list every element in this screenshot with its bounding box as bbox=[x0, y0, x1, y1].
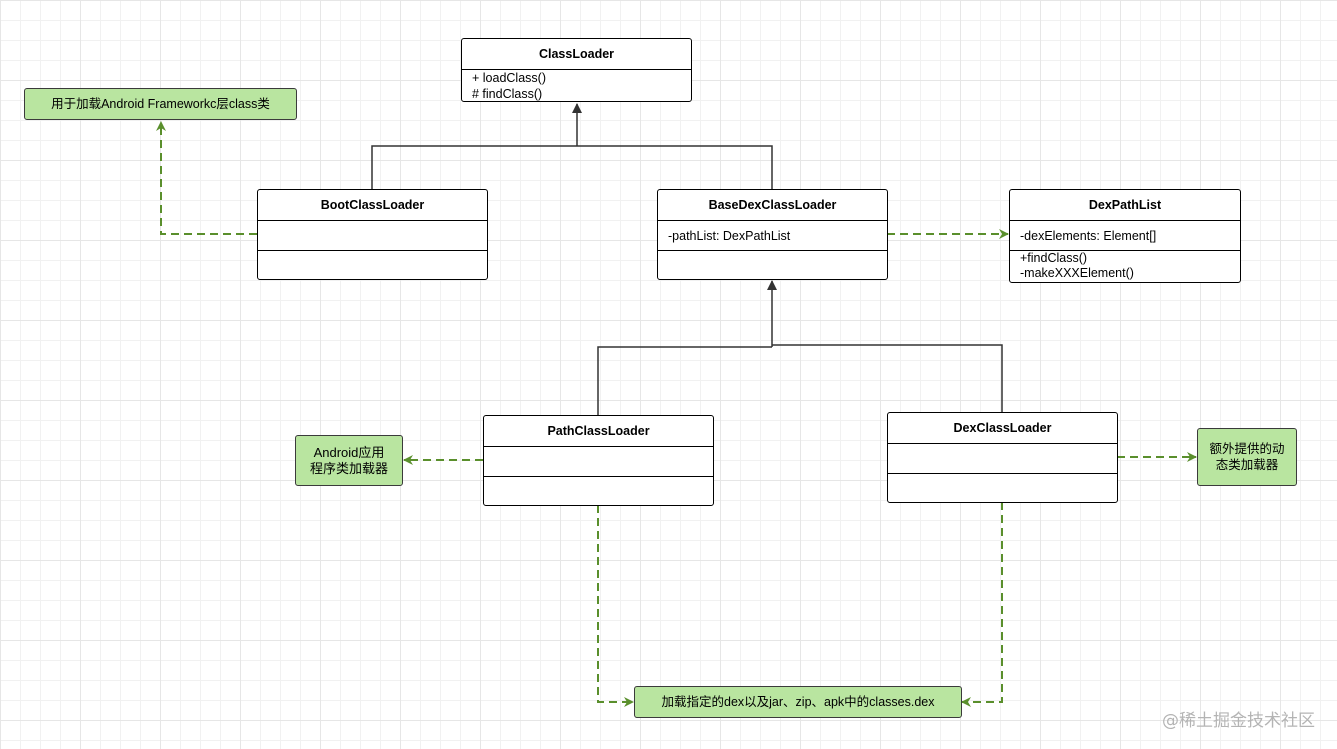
class-name: PathClassLoader bbox=[484, 416, 713, 447]
dep-arrow-framework bbox=[156, 121, 257, 235]
method: # findClass() bbox=[472, 87, 543, 101]
class-methods bbox=[258, 251, 487, 255]
note-dex-loading[interactable]: 加载指定的dex以及jar、zip、apk中的classes.dex bbox=[634, 686, 962, 718]
attribute: -dexElements: Element[] bbox=[1020, 228, 1157, 243]
inherit-line-dex bbox=[772, 344, 1003, 412]
class-name: DexClassLoader bbox=[888, 413, 1117, 444]
dep-arrow-path-dex bbox=[597, 505, 634, 707]
class-attributes: -pathList: DexPathList bbox=[658, 221, 887, 251]
note-app-loader[interactable]: Android应用 程序类加载器 bbox=[295, 435, 403, 486]
class-name: BootClassLoader bbox=[258, 190, 487, 221]
class-methods bbox=[484, 477, 713, 481]
class-dexpathlist[interactable]: DexPathList -dexElements: Element[] +fin… bbox=[1009, 189, 1241, 283]
class-attributes: -dexElements: Element[] bbox=[1010, 221, 1240, 251]
note-dynamic-loader[interactable]: 额外提供的动 态类加载器 bbox=[1197, 428, 1297, 486]
note-text: Android应用 bbox=[313, 444, 385, 460]
method: + loadClass() bbox=[472, 71, 546, 85]
class-name: ClassLoader bbox=[462, 39, 691, 70]
note-text: 额外提供的动 bbox=[1209, 442, 1285, 456]
class-dexclassloader[interactable]: DexClassLoader bbox=[887, 412, 1118, 503]
class-methods: +findClass() -makeXXXElement() bbox=[1010, 251, 1240, 282]
class-attributes bbox=[888, 444, 1117, 474]
inherit-line-boot bbox=[371, 145, 577, 189]
class-methods bbox=[888, 474, 1117, 478]
dep-arrow-dexloader-dex bbox=[961, 502, 1003, 707]
method: -makeXXXElement() bbox=[1020, 266, 1134, 280]
method: +findClass() bbox=[1020, 251, 1088, 265]
class-bootclassloader[interactable]: BootClassLoader bbox=[257, 189, 488, 280]
class-classloader[interactable]: ClassLoader + loadClass() # findClass() bbox=[461, 38, 692, 102]
note-framework-loader[interactable]: 用于加载Android Frameworkc层class类 bbox=[24, 88, 297, 120]
note-text: 态类加载器 bbox=[1215, 458, 1279, 472]
class-methods bbox=[658, 251, 887, 255]
class-pathclassloader[interactable]: PathClassLoader bbox=[483, 415, 714, 506]
class-basedexclassloader[interactable]: BaseDexClassLoader -pathList: DexPathLis… bbox=[657, 189, 888, 280]
class-name: DexPathList bbox=[1010, 190, 1240, 221]
class-attributes bbox=[258, 221, 487, 251]
class-attributes bbox=[484, 447, 713, 477]
note-text: 加载指定的dex以及jar、zip、apk中的classes.dex bbox=[661, 695, 935, 709]
inherit-line-basedex bbox=[577, 145, 773, 189]
note-text: 用于加载Android Frameworkc层class类 bbox=[51, 97, 270, 111]
attribute: -pathList: DexPathList bbox=[668, 228, 791, 243]
watermark: @稀土掘金技术社区 bbox=[1162, 711, 1315, 731]
note-text: 程序类加载器 bbox=[309, 460, 388, 476]
class-name: BaseDexClassLoader bbox=[658, 190, 887, 221]
inherit-line-path bbox=[597, 346, 772, 415]
class-methods: + loadClass() # findClass() bbox=[462, 70, 691, 101]
